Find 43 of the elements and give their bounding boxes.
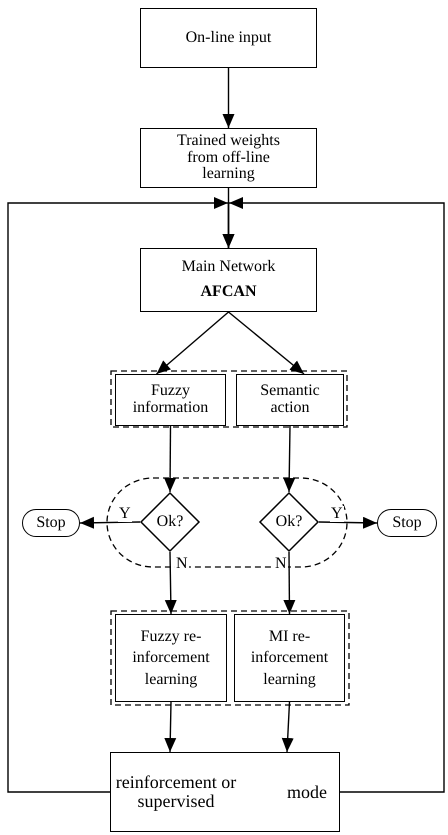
node-label: Fuzzy information (132, 383, 210, 417)
arrow (222, 68, 234, 128)
process-box (236, 374, 344, 426)
process-box (115, 374, 226, 426)
arrow (164, 702, 176, 752)
dashed-group-outline (106, 477, 348, 568)
terminal-box (22, 509, 80, 537)
arrow (283, 552, 296, 614)
node-label: MI re- inforcement learning (250, 626, 330, 690)
node-title: AFCAN (200, 284, 256, 301)
node-label: Stop (392, 514, 422, 532)
process-box (110, 752, 340, 832)
process-box (115, 614, 227, 702)
decision-diamond (140, 492, 200, 552)
dashed-group-box (110, 370, 348, 428)
node-label: Trained weights from off-line learning (176, 132, 281, 184)
arrow (156, 311, 229, 375)
node-label: On-line input (186, 30, 272, 46)
arrow (164, 426, 176, 492)
node-label: Ok? (156, 514, 184, 530)
edge-label: Y (118, 506, 132, 522)
node-label: Ok? (276, 514, 302, 530)
node-label: Stop (36, 514, 66, 532)
node-label: Semantic action (259, 383, 321, 417)
decision-diamond (259, 492, 319, 552)
edge-label: Y (330, 506, 344, 522)
arrow (282, 702, 294, 752)
process-box (140, 8, 317, 68)
arrow (222, 197, 445, 793)
node-label: Main Network (182, 259, 276, 276)
arrow (283, 426, 296, 492)
node-label: reinforcement or supervised (115, 773, 237, 811)
process-box (140, 248, 317, 312)
arrow (318, 516, 378, 529)
node-label: Fuzzy re- inforcement learning (131, 626, 211, 690)
node-label: mode (287, 782, 327, 802)
terminal-box (377, 509, 437, 537)
process-box (140, 128, 317, 188)
process-box (234, 614, 345, 702)
arrow (228, 311, 304, 375)
dashed-group-box (110, 610, 350, 706)
arrow (80, 516, 140, 529)
arrow (164, 552, 177, 614)
